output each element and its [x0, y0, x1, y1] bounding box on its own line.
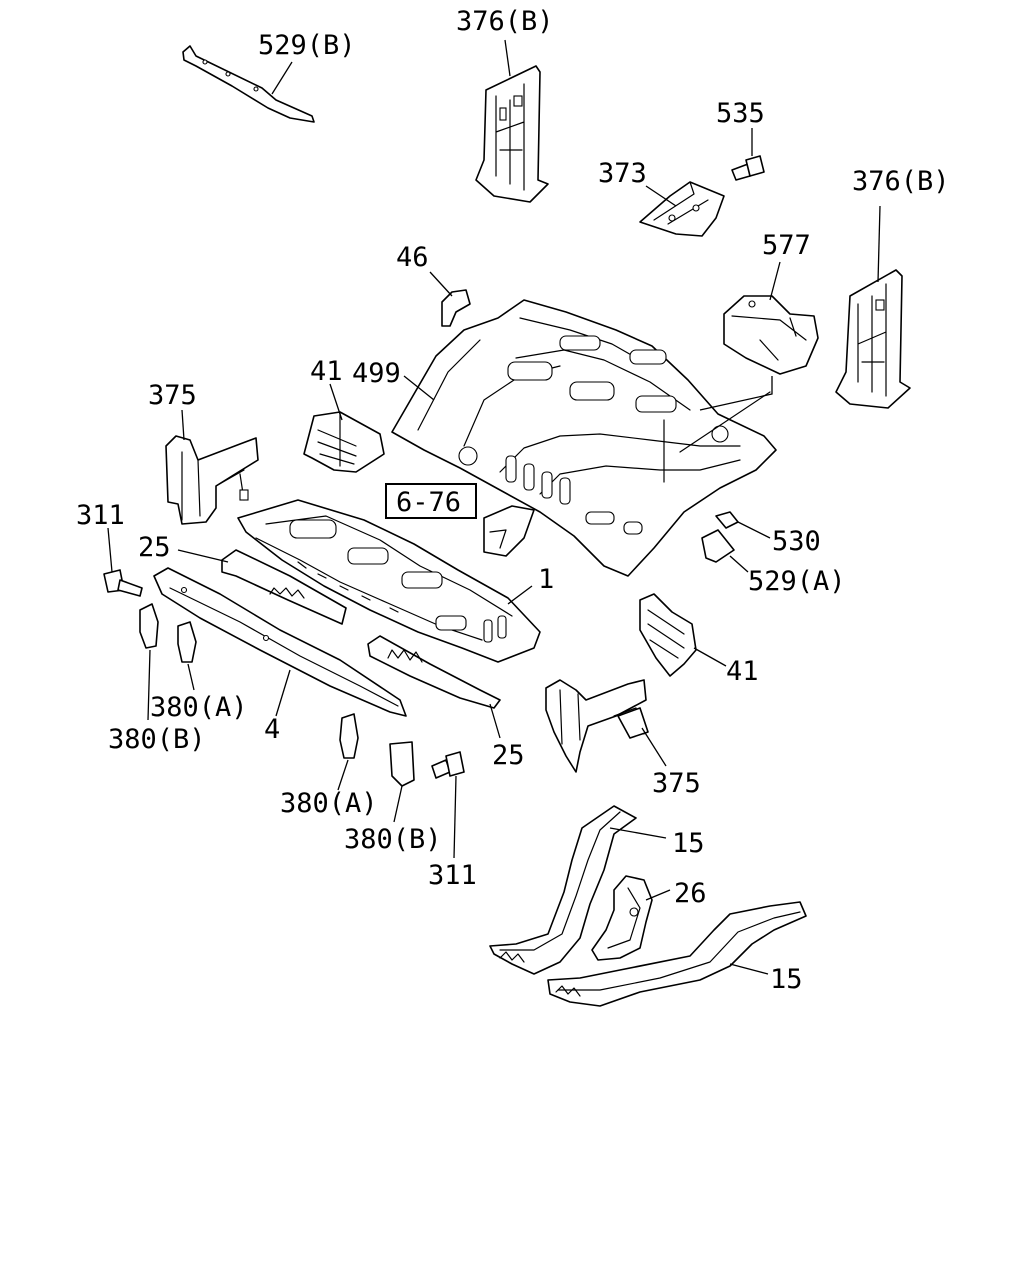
callout-15-lower[interactable]: 15: [770, 964, 803, 995]
callout-529a[interactable]: 529(A): [748, 566, 846, 597]
leader-376b-right: [877, 205, 881, 283]
leader-46: [429, 271, 453, 297]
part-577[interactable]: [723, 295, 819, 375]
callout-380a-left[interactable]: 380(A): [150, 692, 248, 723]
part-380a-left[interactable]: [177, 621, 197, 663]
part-311-bolt-left[interactable]: [103, 569, 143, 597]
callout-25-right[interactable]: 25: [492, 740, 525, 771]
part-26[interactable]: [591, 875, 653, 961]
part-376b-right[interactable]: [835, 269, 911, 409]
leader-41-right: [693, 647, 727, 667]
leader-499: [403, 375, 435, 401]
leader-1: [507, 585, 533, 605]
leader-376b-top: [504, 39, 511, 77]
callout-1[interactable]: 1: [538, 564, 554, 595]
callout-15-upper[interactable]: 15: [672, 828, 705, 859]
part-1-floor-pan[interactable]: [237, 499, 541, 663]
callout-4[interactable]: 4: [264, 714, 280, 745]
leader-380b-left: [147, 649, 151, 721]
callout-380a-mid[interactable]: 380(A): [280, 788, 378, 819]
part-flap: [483, 505, 535, 557]
part-311-bolt-mid[interactable]: [431, 751, 465, 779]
leader-311-mid: [453, 775, 457, 859]
part-376b-top[interactable]: [475, 65, 549, 203]
leader-15-lower: [729, 963, 769, 975]
leader-311-left: [107, 527, 113, 573]
part-530[interactable]: [715, 511, 739, 529]
callout-25-left[interactable]: 25: [138, 532, 171, 563]
part-25-right[interactable]: [367, 635, 501, 709]
part-46[interactable]: [441, 289, 471, 327]
leader-375-left: [181, 409, 185, 441]
callout-41-left[interactable]: 41: [310, 356, 343, 387]
leader-530: [737, 521, 771, 539]
part-41-left[interactable]: [303, 411, 385, 473]
part-499-rear-floor[interactable]: [391, 299, 777, 577]
part-4-crossmember[interactable]: [153, 567, 407, 717]
part-41-right[interactable]: [639, 593, 697, 677]
callout-311-left[interactable]: 311: [76, 500, 125, 531]
part-380b-left[interactable]: [139, 603, 159, 649]
leader-380a-mid: [337, 759, 349, 791]
callout-530[interactable]: 530: [772, 526, 821, 557]
leader-4: [275, 669, 291, 717]
callout-577[interactable]: 577: [762, 230, 811, 261]
leader-25-right: [489, 703, 501, 739]
callout-375-left[interactable]: 375: [148, 380, 197, 411]
part-15-lower[interactable]: [547, 901, 807, 1007]
leader-41-left: [329, 383, 343, 421]
leader-375-right: [641, 727, 667, 767]
leader-373: [645, 185, 677, 207]
leader-26: [645, 889, 671, 901]
callout-375-right[interactable]: 375: [652, 768, 701, 799]
leader-25-left: [177, 549, 229, 563]
part-380b-mid[interactable]: [389, 741, 415, 787]
part-25-left[interactable]: [221, 549, 347, 625]
part-375-right[interactable]: [545, 679, 649, 773]
leader-577: [769, 261, 781, 301]
callout-535[interactable]: 535: [716, 98, 765, 129]
callout-499[interactable]: 499: [352, 358, 401, 389]
callout-26[interactable]: 26: [674, 878, 707, 909]
leader-529b: [271, 61, 293, 95]
part-373[interactable]: [639, 181, 725, 237]
leader-380a-left: [187, 663, 195, 691]
callout-380b-left[interactable]: 380(B): [108, 724, 206, 755]
callout-311-mid[interactable]: 311: [428, 860, 477, 891]
leader-529a: [729, 555, 749, 573]
leader-577-to-floor: [699, 376, 773, 411]
part-529b[interactable]: [182, 45, 315, 123]
part-15-upper[interactable]: [489, 805, 637, 975]
callout-376b-top[interactable]: 376(B): [456, 6, 554, 37]
ref-box-label: 6-76: [396, 487, 461, 518]
callout-376b-right[interactable]: 376(B): [852, 166, 950, 197]
callout-46[interactable]: 46: [396, 242, 429, 273]
leader-380b-mid: [393, 785, 403, 823]
callout-380b-mid[interactable]: 380(B): [344, 824, 442, 855]
leader-15-upper: [609, 827, 667, 839]
part-375-left[interactable]: [165, 435, 259, 525]
callout-41-right[interactable]: 41: [726, 656, 759, 687]
part-380a-mid[interactable]: [339, 713, 359, 759]
callout-529b[interactable]: 529(B): [258, 30, 356, 61]
callout-373[interactable]: 373: [598, 158, 647, 189]
ref-box-6-76[interactable]: 6-76: [385, 483, 477, 519]
part-529a[interactable]: [701, 529, 735, 563]
part-535-bolt[interactable]: [731, 155, 765, 181]
